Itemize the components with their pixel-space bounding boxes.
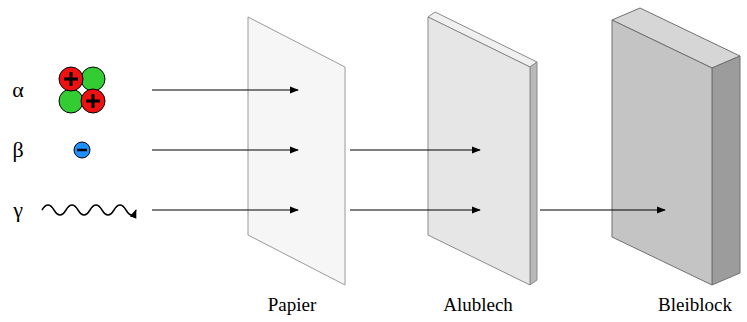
alpha-particle — [59, 67, 105, 113]
gamma-wave — [42, 205, 136, 215]
aluminium-side — [530, 62, 537, 285]
beta-particle — [74, 142, 90, 158]
rays — [152, 90, 665, 210]
material-label: Papier — [268, 295, 317, 314]
particle-symbol: β — [12, 139, 23, 161]
aluminium-sheet — [428, 17, 530, 285]
material-label: Alublech — [443, 295, 513, 314]
material-label: Bleiblock — [658, 295, 732, 314]
particle-symbol: α — [12, 79, 24, 101]
particle-symbol: γ — [13, 199, 23, 221]
lead-front — [612, 20, 712, 285]
paper-sheet — [248, 17, 345, 285]
lead-side — [712, 56, 740, 285]
